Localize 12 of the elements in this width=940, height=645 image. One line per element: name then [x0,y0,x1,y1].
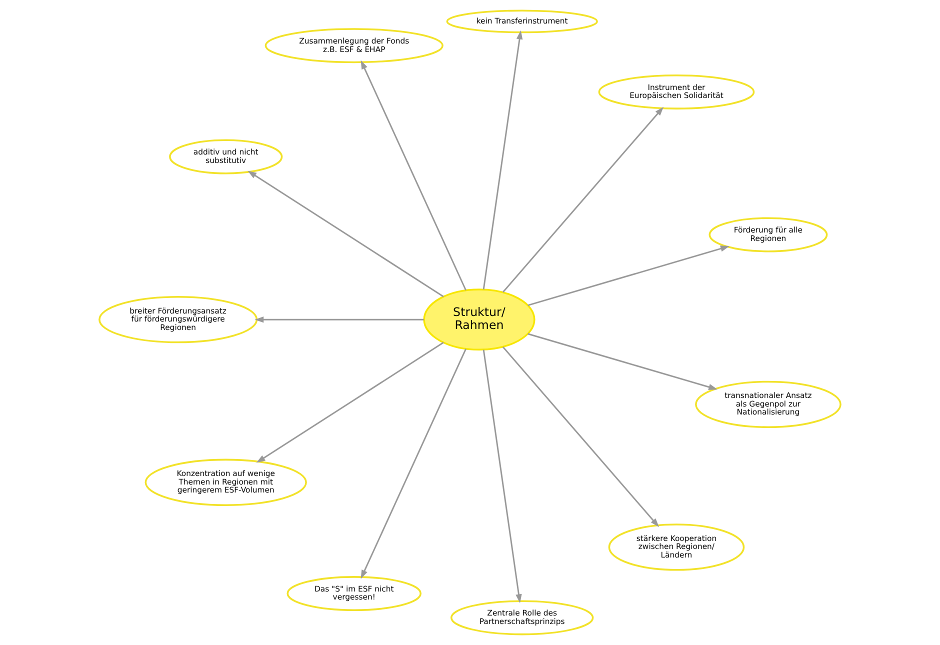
arrow [502,346,660,528]
arrow [256,342,444,463]
arrow [528,333,718,390]
arrow [482,350,522,604]
arrow [502,106,664,293]
arrow [360,348,467,579]
arrow [254,316,424,323]
arrow [360,60,467,291]
arrow [528,246,730,306]
node-ellipse: Struktur/ Rahmen [423,288,536,351]
arrow [482,30,523,290]
arrow [248,170,444,298]
